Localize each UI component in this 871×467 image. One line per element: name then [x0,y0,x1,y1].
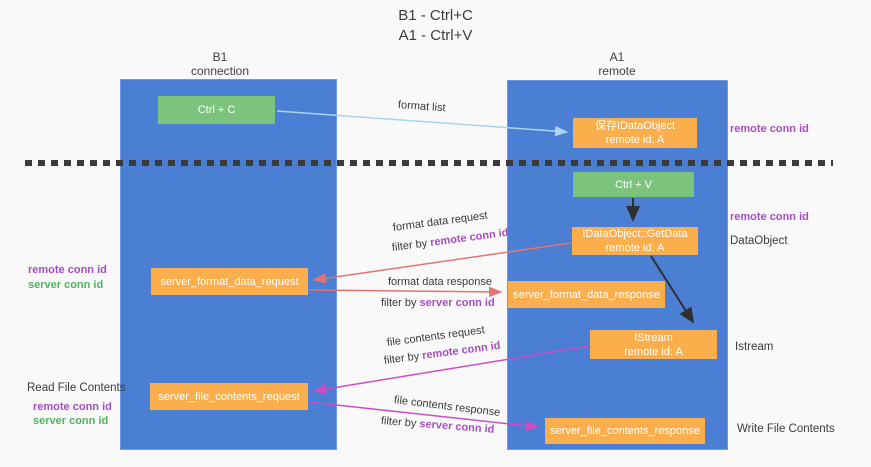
column-a1-role: remote [598,64,636,78]
annotation-remote-conn-id-right-mid: remote conn id [730,211,809,223]
annotation-remote-conn-id-left-bottom: remote conn id [33,401,112,413]
node-istream: IStream remote id: A [590,330,717,359]
filter-key-remote-conn-id: remote conn id [421,339,502,362]
node-getdata-line2: remote id: A [605,242,665,254]
annotation-server-conn-id-left-bottom: server conn id [33,415,109,427]
node-file-response-label: server_file_contents_response [550,425,700,437]
node-idataobject-getdata: IDataObject::GetData remote id: A [572,227,698,255]
column-a1-name: A1 [609,50,625,64]
filter-by-prefix: filter by [391,237,431,254]
filter-key-server-conn-id: server conn id [418,418,495,436]
diagram-title: B1 - Ctrl+C A1 - Ctrl+V [0,6,871,46]
column-b1-name: B1 [212,50,228,64]
arrow-format-data-response [308,286,503,298]
annotation-istream: Istream [735,341,774,353]
node-istream-line2: remote id: A [624,345,683,358]
node-server-format-data-response: server_format_data_response [508,281,665,308]
node-server-format-data-request: server_format_data_request [151,268,308,295]
edge-label-filter-server-conn-id-2: filter by server conn id [381,415,495,436]
node-ctrl-v: Ctrl + V [573,172,694,197]
node-istream-line1: IStream [634,331,673,344]
node-save-idataobject-line1: 保存IDataObject [594,120,676,132]
node-save-idataobject-line2: remote id: A [605,134,665,146]
annotation-read-file-contents: Read File Contents [27,382,126,394]
column-header-a1: A1 remote [537,50,697,78]
node-format-request-label: server_format_data_request [160,275,299,288]
node-getdata-line1: IDataObject::GetData [582,228,688,240]
edge-label-format-data-response: format data response [388,276,492,288]
column-b1-role: connection [190,64,250,78]
node-format-response-label: server_format_data_response [513,288,660,301]
node-ctrl-c: Ctrl + C [158,96,275,124]
edge-label-file-contents-response: file contents response [393,394,501,419]
node-server-file-contents-request: server_file_contents_request [150,383,308,410]
node-server-file-contents-response: server_file_contents_response [545,418,705,444]
annotation-server-conn-id-left-top: server conn id [28,279,104,291]
column-header-b1: B1 connection [140,50,300,78]
filter-key-remote-conn-id: remote conn id [429,226,510,249]
annotation-remote-conn-id-left-top: remote conn id [28,264,107,276]
node-save-idataobject: 保存IDataObject remote id: A [573,118,697,148]
edge-label-filter-server-conn-id-1: filter by server conn id [381,297,495,309]
title-line-1: B1 - Ctrl+C [398,7,473,24]
filter-by-prefix: filter by [383,350,423,367]
edge-label-format-list: format list [397,99,446,115]
annotation-dataobject: DataObject [730,235,788,247]
title-line-2: A1 - Ctrl+V [398,27,473,44]
annotation-remote-conn-id-right-top: remote conn id [730,123,809,135]
node-file-request-label: server_file_contents_request [158,390,300,403]
filter-by-prefix: filter by [380,415,420,431]
filter-by-prefix: filter by [381,297,420,309]
node-ctrl-v-label: Ctrl + V [615,178,652,191]
annotation-write-file-contents: Write File Contents [737,423,835,435]
node-ctrl-c-label: Ctrl + C [197,104,236,116]
filter-key-server-conn-id: server conn id [419,297,495,309]
